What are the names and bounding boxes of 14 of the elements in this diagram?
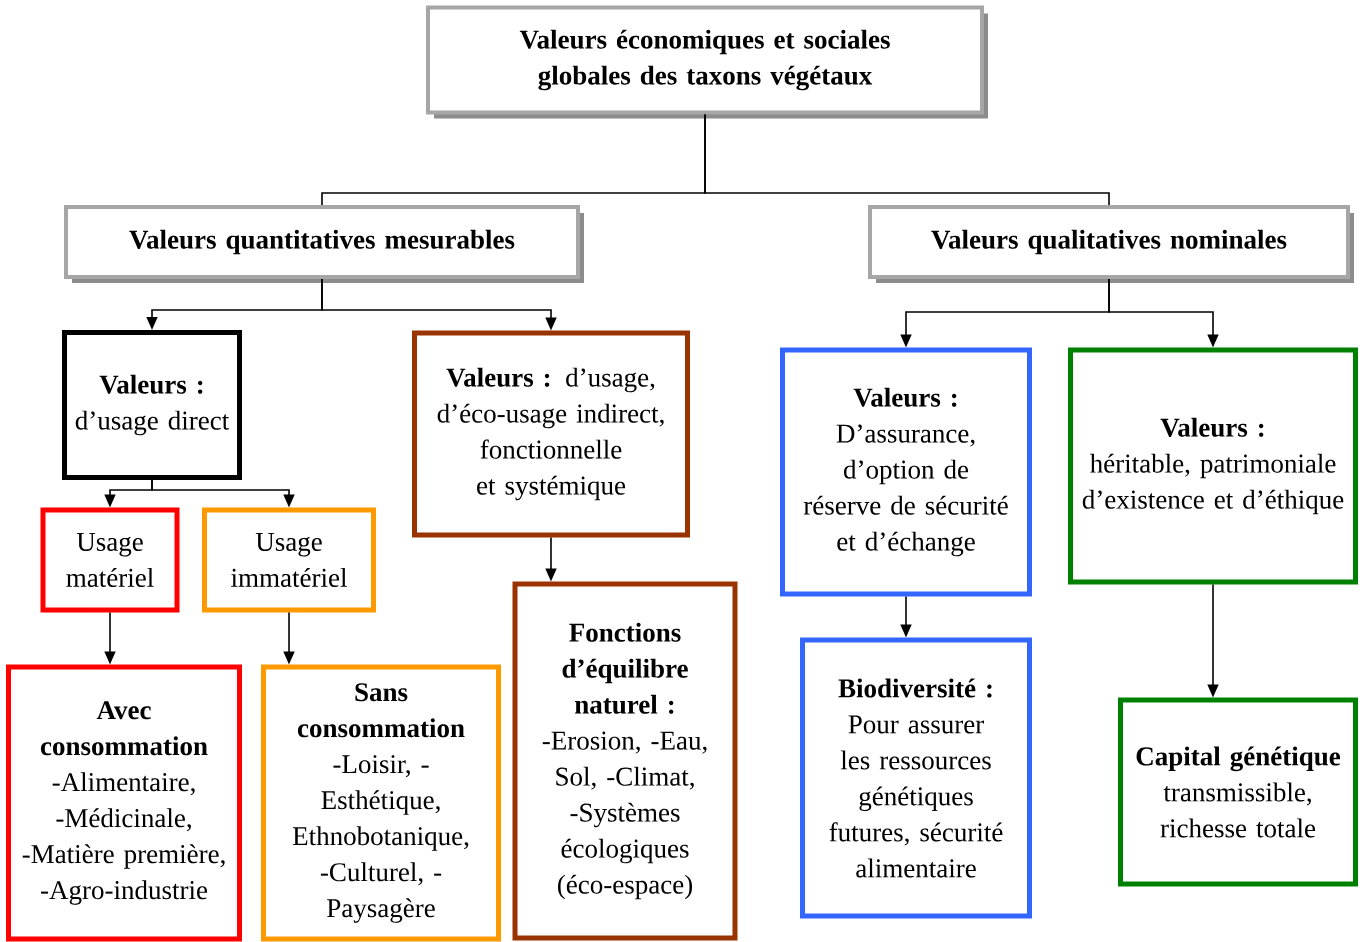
detail-box: Capital génétique transmissible, richesse totale bbox=[1118, 697, 1358, 887]
value-box: Valeurs : d’usage, d’éco-usage indirect, fonctionnelle et systémique bbox=[412, 330, 690, 538]
usage-box: Usage matériel bbox=[40, 507, 180, 613]
value-box: Valeurs : d’usage direct bbox=[62, 330, 242, 480]
detail-box: Fonctions d’équilibre naturel : -Erosion, -Eau, Sol, -Climat, -Systèmes écologiques (éco-espace) bbox=[512, 581, 738, 941]
value-box: Valeurs : D’assurance, d’option de réserve de sécurité et d’échange bbox=[780, 347, 1032, 597]
detail-box: Avec consommation -Alimentaire, -Médicinale, -Matière première, -Agro-industrie bbox=[6, 664, 242, 942]
usage-box: Usage immatériel bbox=[202, 507, 376, 613]
value-box: Valeurs : héritable, patrimoniale d’existence et d’éthique bbox=[1068, 347, 1358, 585]
detail-box: Biodiversité : Pour assurer les ressources génétiques futures, sécurité alimentaire bbox=[800, 637, 1032, 919]
category-box: Valeurs quantitatives mesurables bbox=[64, 205, 584, 283]
detail-box: Sans consommation -Loisir, -Esthétique, Ethnobotanique, -Culturel, -Paysagère bbox=[261, 664, 501, 942]
title-box: Valeurs économiques et sociales globales des taxons végétaux bbox=[426, 5, 988, 119]
category-box: Valeurs qualitatives nominales bbox=[868, 205, 1354, 283]
